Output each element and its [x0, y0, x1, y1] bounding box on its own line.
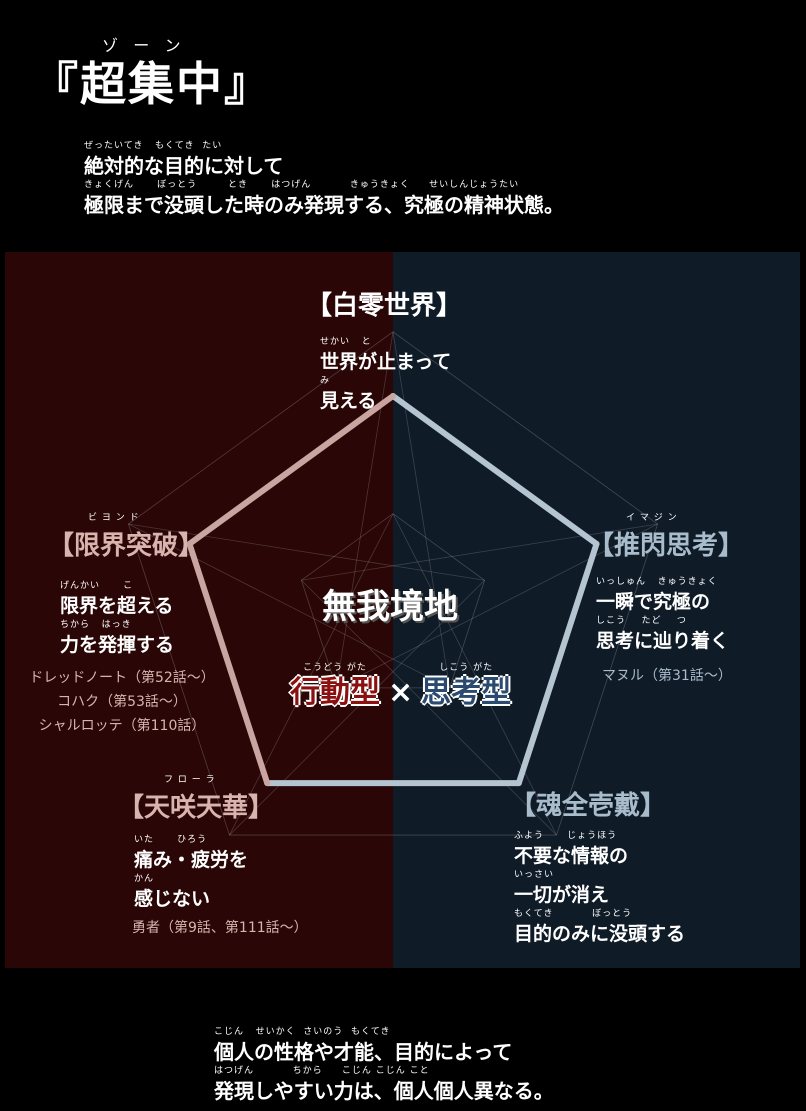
title-block: ゾ ー ン 『超集中』	[32, 36, 272, 112]
cross: ×	[388, 675, 413, 711]
node-bottom-left-characters: 勇者（第9話、第111話～）	[132, 916, 308, 940]
node-right-desc: いっしゅん きゅうきょく 一瞬で究極の しこう たど つ 思考に辿り着く	[596, 576, 729, 654]
node-left-desc: げんかい こ 限界を超える ちから はっき 力を発揮する	[60, 580, 174, 658]
action-type-panel	[5, 252, 393, 968]
center-label: 無我境地	[322, 587, 458, 627]
node-top-ruby-1: せかい と	[320, 337, 372, 347]
node-bottom-left-ruby-2: かん	[134, 874, 155, 884]
thinking-type: しこう がた 思考型	[421, 662, 511, 711]
pentagon-edge	[186, 393, 396, 547]
footer-line-2: 発現しやすい力は、個人個人異なる。	[214, 1079, 554, 1103]
node-bottom-left-ruby: フ ロ ー ラ	[164, 775, 216, 785]
node-right-ruby: イ マ ジ ン	[626, 513, 678, 523]
node-top-desc-2: 見える	[320, 390, 377, 412]
node-bottom-right-ruby-1: ふよう じょうほう	[514, 831, 618, 841]
intro-ruby-2: きょくげん ぼっとう とき はつげん きゅうきょく せいしんじょうたい	[84, 180, 520, 190]
character-entry: コハク（第53話～）	[57, 694, 187, 710]
node-right-heading: 【推閃思考】	[588, 531, 745, 561]
web-line	[229, 513, 394, 836]
node-left-desc-1: 限界を超える	[60, 595, 174, 617]
thinking-type-label: 思考型	[421, 675, 512, 710]
footer-block: こじん せいかく さいのう もくてき 個人の性格や才能、目的によって はつげん …	[214, 1026, 554, 1104]
web-line	[392, 513, 557, 836]
character-entry: マヌル（第31話～）	[602, 668, 732, 684]
node-right-ruby-2: しこう たど つ	[596, 616, 687, 626]
web-line	[336, 331, 394, 688]
web-line	[301, 579, 557, 836]
thinking-type-panel	[393, 252, 800, 968]
node-right-ruby-1: いっしゅん きゅうきょく	[596, 577, 718, 587]
web-line	[229, 579, 485, 836]
footer-ruby-1: こじん せいかく さいのう もくてき	[214, 1027, 391, 1037]
node-bottom-left-ruby-1: いた ひろう	[134, 835, 208, 845]
node-bottom-right-heading: 【魂全壱戴】	[510, 791, 667, 821]
pentagon-edge	[186, 540, 271, 787]
page-title: 『超集中』	[32, 57, 272, 111]
node-left-desc-2: 力を発揮する	[60, 634, 175, 656]
node-top-heading: 【白零世界】	[306, 291, 463, 321]
node-left-characters: ドレッドノート（第52話～） コハク（第53話～） シャルロッテ（第110話）	[22, 666, 222, 738]
node-bottom-left-heading: 【天咲天華】	[118, 793, 275, 823]
type-row: こうどう がた 行動型 × しこう がた 思考型	[290, 662, 511, 711]
node-top-desc-1: 世界が止まって	[320, 351, 452, 373]
web-line	[392, 331, 450, 688]
node-right-desc-2: 思考に辿り着く	[596, 630, 730, 652]
intro-line-2: 極限まで没頭した時のみ発現する、究極の精神状態。	[84, 193, 564, 217]
intro-block: ぜったいてき もくてき たい 絶対的な目的に対して きょくげん ぼっとう とき …	[84, 140, 564, 218]
web-ring	[127, 331, 659, 836]
node-left-heading: 【限界突破】	[48, 531, 205, 561]
web-line	[301, 523, 658, 581]
node-bottom-right-ruby-3: もくてき ぼっとう	[514, 909, 633, 919]
node-bottom-left-desc-2: 感じない	[134, 888, 211, 910]
web-ring	[300, 513, 486, 689]
node-right-desc-1: 一瞬で究極の	[596, 591, 711, 613]
node-right-characters: マヌル（第31話～）	[602, 664, 732, 688]
pentagon-edge	[390, 393, 600, 547]
node-bottom-right-desc-2: 一切が消え	[514, 884, 610, 906]
node-bottom-left-desc: いた ひろう 痛み・疲労を かん 感じない	[134, 834, 248, 912]
node-left-ruby-1: げんかい こ	[60, 581, 134, 591]
node-left-ruby-2: ちから はっき	[60, 620, 132, 630]
action-type-label: 行動型	[290, 675, 380, 710]
node-bottom-right-desc: ふよう じょうほう 不要な情報の いっさい 一切が消え もくてき ぼっとう 目的…	[514, 830, 685, 947]
web-line	[336, 523, 658, 689]
title-ruby: ゾ ー ン	[102, 36, 181, 55]
type-left-ruby: こうどう がた	[303, 663, 367, 673]
node-bottom-left-desc-1: 痛み・疲労を	[134, 849, 249, 871]
web-line	[128, 523, 450, 689]
footer-line-1: 個人の性格や才能、目的によって	[214, 1040, 513, 1064]
node-top-ruby-2: み	[320, 376, 331, 386]
intro-line-1: 絶対的な目的に対して	[84, 154, 284, 178]
character-entry: シャルロッテ（第110話）	[38, 718, 206, 734]
node-top-desc: せかい と 世界が止まって み 見える	[320, 336, 451, 414]
character-entry: 勇者（第9話、第111話～）	[132, 920, 308, 936]
action-type: こうどう がた 行動型	[290, 662, 380, 711]
type-right-ruby: しこう がた	[439, 663, 494, 673]
node-bottom-right-ruby-2: いっさい	[514, 870, 555, 880]
node-left-ruby: ビ ヨ ン ド	[88, 513, 140, 523]
cross-mark: ×	[388, 675, 414, 710]
footer-ruby-2: はつげん ちから こじん こじん こと	[214, 1066, 430, 1076]
character-entry: ドレッドノート（第52話～）	[29, 670, 215, 686]
pentagon-edge	[515, 540, 600, 787]
node-bottom-right-desc-3: 目的のみに没頭する	[514, 923, 686, 945]
web-line	[128, 523, 485, 581]
intro-ruby-1: ぜったいてき もくてき たい	[84, 141, 223, 151]
node-bottom-right-desc-1: 不要な情報の	[514, 845, 629, 867]
